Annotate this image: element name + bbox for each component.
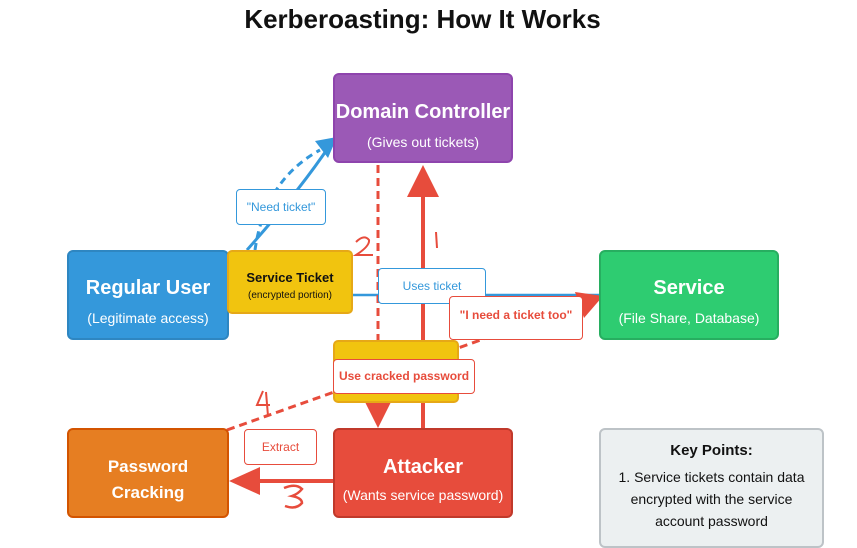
service-ticket-title: Service Ticket [246,270,334,285]
regular-user-title: Regular User [85,277,211,299]
use-cracked-password-label: Use cracked password [333,359,475,394]
regular-user-node: Regular User (Legitimate access) [67,250,229,340]
ticket-too-label: "I need a ticket too" [449,296,583,340]
attacker-subtitle: (Wants service password) [342,487,504,503]
key-point-item: 1. Service tickets contain data encrypte… [618,469,805,529]
service-subtitle: (File Share, Database) [618,310,760,326]
service-ticket-subtitle: (encrypted portion) [248,290,332,301]
key-points-heading: Key Points: [670,442,753,459]
password-cracking-title: Password Cracking [107,457,189,502]
domain-controller-subtitle: (Gives out tickets) [366,134,480,150]
extract-label: Extract [244,429,317,465]
arrowhead-dc-attacker [364,400,392,428]
arrowhead-attacker-dc [407,165,439,197]
service-node: Service (File Share, Database) [599,250,779,340]
need-ticket-label: "Need ticket" [236,189,326,225]
password-cracking-node: Password Cracking [67,428,229,518]
attacker-node: Attacker (Wants service password) [333,428,513,518]
arrowhead-extract [229,467,260,495]
domain-controller-node: Domain Controller (Gives out tickets) [333,73,513,163]
arrowhead-user-dc [315,137,337,158]
attacker-title: Attacker [382,456,464,478]
uses-ticket-label: Uses ticket [378,268,486,304]
service-title: Service [653,277,725,299]
domain-controller-title: Domain Controller [335,101,511,123]
regular-user-subtitle: (Legitimate access) [87,310,209,326]
key-points-panel: Key Points: 1. Service tickets contain d… [599,428,824,548]
service-ticket: Service Ticket (encrypted portion) [227,250,353,314]
diagram-title: Kerberoasting: How It Works [244,4,601,34]
